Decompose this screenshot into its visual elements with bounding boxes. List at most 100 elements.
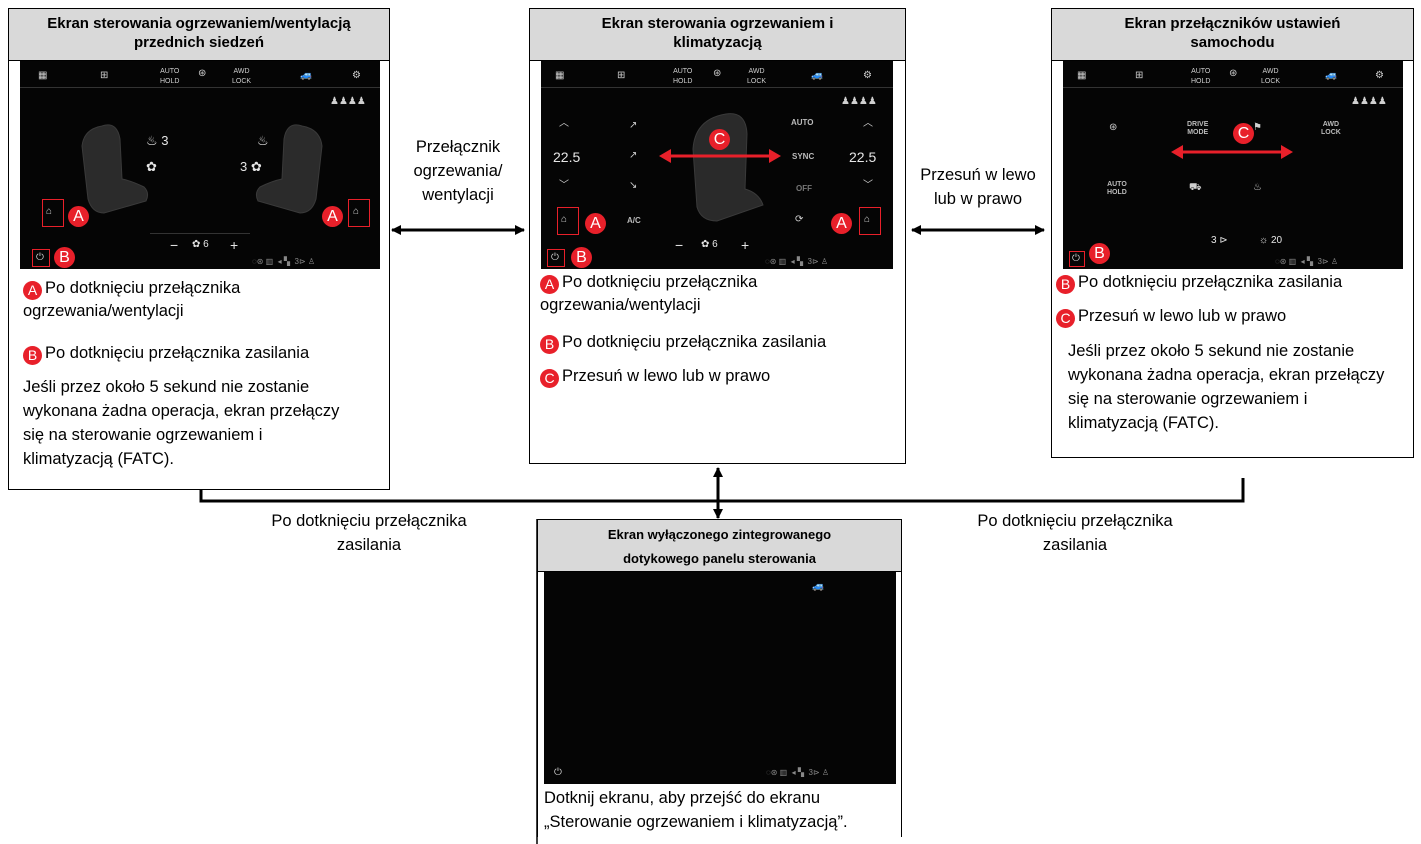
marker-a-right: A <box>322 206 343 227</box>
fan-icon: ✿ <box>250 159 262 174</box>
right-seat-graphic <box>255 124 323 214</box>
seat-heat-icon[interactable]: ⌂ <box>864 214 871 225</box>
left-fan-indicator: ✿ <box>146 159 157 175</box>
steering-off-icon[interactable]: ⊛ <box>1109 122 1118 133</box>
marker-a: A <box>23 281 42 300</box>
ambient-level-display: ☼ 20 <box>1259 235 1283 246</box>
car-icon[interactable]: 🚙 <box>1325 70 1338 81</box>
power-steering-icon[interactable]: ⊛ <box>713 68 722 79</box>
swipe-arrow <box>659 149 781 163</box>
occupants-icon: ♟♟♟♟ <box>1351 96 1387 107</box>
awd-lock-icon[interactable]: AWD LOCK <box>1261 68 1281 85</box>
temp-down-left[interactable]: ﹀ <box>559 180 569 191</box>
seat-control-screen[interactable]: ▦ ⊞ AUTO HOLD ⊛ AWD LOCK 🚙 ⚙ ♟♟♟♟ ♨ 3 ✿ … <box>20 61 380 269</box>
seat-massage-icon[interactable]: ⚙ <box>352 70 361 81</box>
auto-button[interactable]: AUTO <box>791 118 814 127</box>
fan-decrease-button[interactable]: − <box>170 237 179 253</box>
right-seat-switch-highlight[interactable] <box>859 207 881 235</box>
steering-heat-icon[interactable]: ♨ <box>1253 182 1262 193</box>
power-steering-icon[interactable]: ⊛ <box>1229 68 1238 79</box>
sync-button[interactable]: SYNC <box>792 152 815 161</box>
seat-massage-icon[interactable]: ⚙ <box>863 70 872 81</box>
seat-heat-icon[interactable]: ⌂ <box>46 206 53 217</box>
marker-c: C <box>540 369 559 388</box>
auto-hold-icon[interactable]: AUTO HOLD <box>160 68 180 85</box>
awd-lock-button[interactable]: AWD LOCK <box>1321 121 1341 136</box>
power-icon[interactable]: ⏻ <box>551 252 559 263</box>
power-icon[interactable]: ⏻ <box>554 767 562 778</box>
timeout-note: Jeśli przez około 5 sekund nie zostanie … <box>1068 342 1385 432</box>
defrost-icon[interactable]: ▦ <box>1077 70 1087 81</box>
vehicle-settings-screen[interactable]: ▦ ⊞ AUTO HOLD ⊛ AWD LOCK 🚙 ⚙ ♟♟♟♟ ⊛ DRIV… <box>1063 61 1403 269</box>
vent-face-feet-icon[interactable]: ↗ <box>629 150 638 161</box>
fan-icon: ✿ <box>146 159 157 174</box>
panel-vehicle-settings: Ekran przełączników ustawień samochodu ▦… <box>1051 8 1414 458</box>
ambient-light-icon: ☼ <box>1259 235 1269 246</box>
seat-massage-icon[interactable]: ⚙ <box>1375 70 1384 81</box>
marker-b: B <box>1089 243 1110 264</box>
defrost-icon[interactable]: ▦ <box>555 70 565 81</box>
power-icon[interactable]: ⏻ <box>36 252 44 263</box>
panel-title: Ekran wyłączonego zintegrowanego dotykow… <box>538 520 901 572</box>
drive-mode-button[interactable]: DRIVE MODE <box>1187 121 1209 136</box>
panel-title: Ekran przełączników ustawień samochodu <box>1052 9 1413 61</box>
ac-button[interactable]: A/C <box>627 216 641 225</box>
car-icon[interactable]: 🚙 <box>811 70 824 81</box>
marker-c: C <box>1056 309 1075 328</box>
panel-climate-control: Ekran sterowania ogrzewaniem i klimatyza… <box>529 8 906 464</box>
status-icons: ◌⊛ ▥ ◂ ▚ 3⊳ ♙ <box>252 257 316 266</box>
fan-decrease-button[interactable]: − <box>675 237 684 253</box>
right-heat-indicator: ♨ <box>257 133 269 149</box>
auto-hold-icon[interactable]: AUTO HOLD <box>1191 68 1211 85</box>
right-fan-indicator: 3 ✿ <box>240 159 262 174</box>
rear-defrost-icon[interactable]: ⊞ <box>617 70 626 81</box>
rear-defrost-icon[interactable]: ⊞ <box>100 70 109 81</box>
power-steering-icon[interactable]: ⊛ <box>198 68 207 79</box>
left-seat-graphic <box>81 124 149 214</box>
timeout-note: Jeśli przez około 5 sekund nie zostanie … <box>23 378 340 468</box>
power-icon[interactable]: ⏻ <box>1072 253 1080 264</box>
marker-a-left: A <box>68 206 89 227</box>
awd-lock-icon[interactable]: AWD LOCK <box>232 68 252 85</box>
seat-heat-icon[interactable]: ⌂ <box>561 214 568 225</box>
light-level-display: 3 ⊳ <box>1211 235 1228 246</box>
marker-c: C <box>1233 123 1254 144</box>
off-screen-display[interactable]: 🚙 ⏻ ◌⊛ ▥ ◂ ▚ 3⊳ ♙ <box>544 572 896 784</box>
vent-feet-icon[interactable]: ↘ <box>629 180 638 191</box>
fan-increase-button[interactable]: + <box>230 237 239 253</box>
panel-off-screen: Ekran wyłączonego zintegrowanego dotykow… <box>537 519 902 837</box>
left-seat-switch-highlight[interactable] <box>557 207 579 235</box>
temp-up-left[interactable]: ︿ <box>559 118 569 129</box>
power-switch-highlight[interactable] <box>1069 251 1085 267</box>
touch-note: Dotknij ekranu, aby przejść do ekranu „S… <box>544 789 848 831</box>
rear-defrost-icon[interactable]: ⊞ <box>1135 70 1144 81</box>
auto-hold-button[interactable]: AUTO HOLD <box>1107 181 1127 196</box>
defrost-icon[interactable]: ▦ <box>38 70 48 81</box>
fan-increase-button[interactable]: + <box>741 237 750 253</box>
panel-title: Ekran sterowania ogrzewaniem/wentylacją … <box>9 9 389 61</box>
recirc-icon[interactable]: ⟳ <box>795 214 804 225</box>
arrow-label-heat-vent: Przełącznik ogrzewania/ wentylacji <box>413 138 503 204</box>
off-button[interactable]: OFF <box>796 184 812 193</box>
car-icon[interactable]: 🚙 <box>300 70 313 81</box>
climate-control-screen[interactable]: ▦ ⊞ AUTO HOLD ⊛ AWD LOCK 🚙 ⚙ ♟♟♟♟ ︿ 22.5… <box>541 61 893 269</box>
temp-up-right[interactable]: ︿ <box>863 118 873 129</box>
parking-assist-icon[interactable]: ⚑ <box>1253 122 1262 133</box>
right-seat-switch-highlight[interactable] <box>348 199 370 227</box>
power-switch-highlight[interactable] <box>32 249 50 267</box>
swipe-arrow <box>1171 145 1293 159</box>
auto-hold-icon[interactable]: AUTO HOLD <box>673 68 693 85</box>
temp-down-right[interactable]: ﹀ <box>863 180 873 191</box>
seat-heat-icon[interactable]: ⌂ <box>353 206 360 217</box>
marker-a-left: A <box>585 213 606 234</box>
arrow-label-power-left: Po dotknięciu przełącznika zasilania <box>271 512 467 554</box>
car-icon[interactable]: 🚙 <box>812 581 825 592</box>
hill-descent-off-icon[interactable]: ⛟ <box>1189 182 1202 193</box>
left-seat-switch-highlight[interactable] <box>42 199 64 227</box>
power-switch-highlight[interactable] <box>547 249 565 267</box>
vent-face-icon[interactable]: ↗ <box>629 120 638 131</box>
awd-lock-icon[interactable]: AWD LOCK <box>747 68 767 85</box>
